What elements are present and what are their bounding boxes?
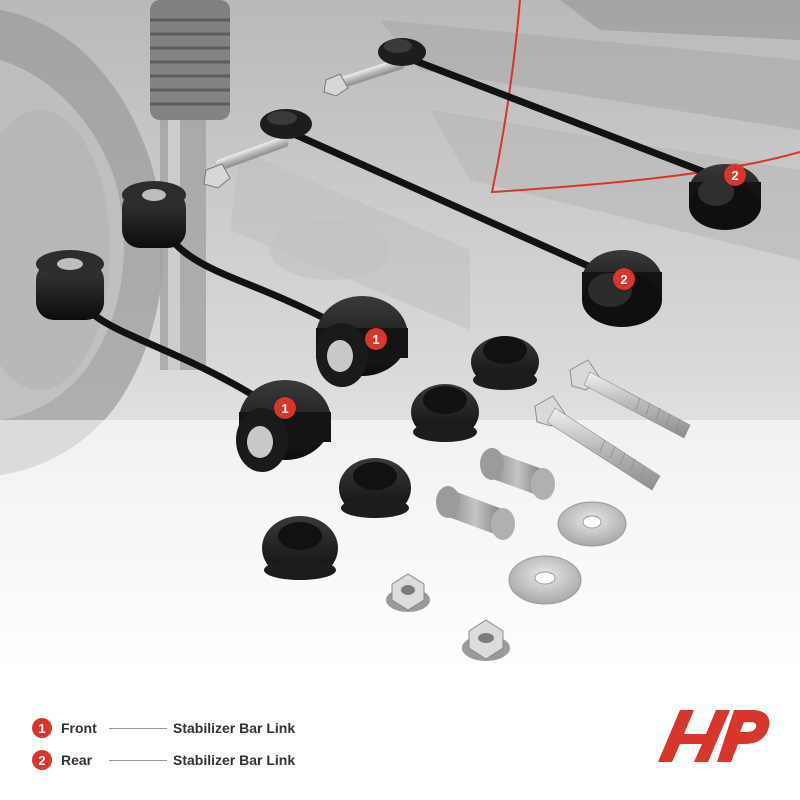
flat-washer: [508, 555, 582, 605]
front-link-badge: 1: [365, 328, 387, 350]
metal-sleeve: [480, 448, 555, 500]
flange-nut: [462, 619, 510, 661]
flat-washer: [557, 501, 627, 547]
legend-item-rear: 2 Rear Stabilizer Bar Link: [32, 748, 295, 772]
legend-position-label: Front: [61, 720, 97, 736]
product-scene: [0, 0, 800, 680]
legend-divider: [109, 727, 167, 729]
legend-number-badge: 1: [32, 718, 52, 738]
metal-sleeve: [436, 486, 515, 540]
rear-link-a-eye-bushing: [689, 164, 761, 230]
rubber-bushing: [411, 384, 479, 442]
hex-bolt: [534, 395, 661, 491]
rear-link-badge: 2: [724, 164, 746, 186]
rear-link-badge: 2: [613, 268, 635, 290]
front-link-b-top-bushing: [36, 250, 104, 320]
legend-part-label: Stabilizer Bar Link: [173, 752, 296, 768]
rubber-bushing: [471, 336, 539, 390]
front-link-b-eye-bushing: [236, 380, 331, 472]
legend-item-front: 1 Front Stabilizer Bar Link: [32, 716, 295, 740]
flange-nut: [386, 573, 430, 612]
front-link-a-top-bushing: [122, 181, 186, 248]
rear-stabilizer-link-b: [203, 109, 662, 327]
legend-number-badge: 2: [32, 750, 52, 770]
front-stabilizer-link-a: [122, 181, 408, 387]
parts-legend: [0, 680, 800, 800]
hex-bolt: [569, 359, 691, 439]
brand-logo: [658, 710, 770, 762]
legend-divider: [109, 759, 167, 761]
rear-stabilizer-link-a: [323, 38, 761, 230]
rear-link-a-stud: [323, 38, 426, 97]
front-stabilizer-link-b: [36, 250, 331, 472]
front-link-badge: 1: [274, 397, 296, 419]
legend-part-label: Stabilizer Bar Link: [173, 720, 296, 736]
rubber-bushing: [339, 458, 411, 518]
front-link-a-eye-bushing: [316, 296, 408, 387]
rubber-bushing: [262, 516, 338, 580]
rear-link-b-stud: [203, 109, 312, 189]
legend-position-label: Rear: [61, 752, 93, 768]
